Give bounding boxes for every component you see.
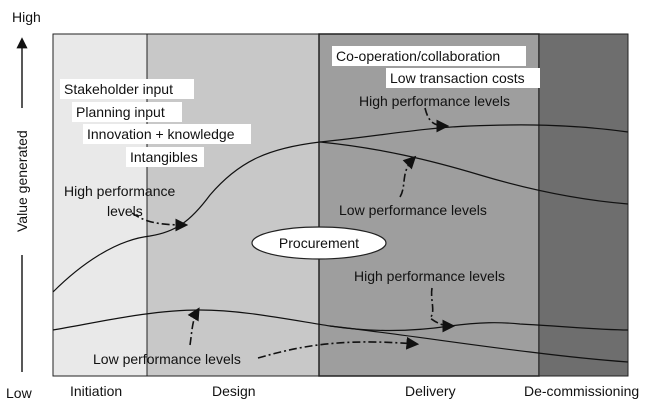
lower-low-branch-curve [329,325,629,363]
procurement-ellipse [251,226,387,260]
high-performance-label-2: High performance levels [359,93,510,109]
upper-value-curve [52,124,629,293]
phase-label-initiation: Initiation [70,383,122,399]
delivery-panel [318,33,540,377]
arrow-low-perf-1-left [187,307,200,346]
arrow-low-perf-2 [399,155,417,198]
low-transaction-label-group: Low transaction costs [386,68,540,88]
high-performance-label-3: High performance levels [354,268,505,284]
stakeholder-input-label: Stakeholder input [64,81,173,97]
cooperation-label-group: Co-operation/collaboration [332,46,526,66]
y-axis-low-label: Low [6,385,33,401]
phase-label-decommissioning: De-commissioning [524,383,639,399]
low-performance-label-2: Low performance levels [339,202,487,218]
phase-label-delivery: Delivery [405,383,456,399]
high-performance-label-1a: High performance [64,183,175,199]
procurement-label: Procurement [279,235,359,251]
planning-input-label: Planning input [76,104,165,120]
intangibles-label: Intangibles [130,149,198,165]
y-axis-title: Value generated [14,130,30,232]
innovation-label-group: Innovation + knowledge [83,124,251,144]
upper-low-branch-curve [319,141,629,205]
arrow-low-perf-1-right [257,336,420,359]
arrow-high-perf-1 [131,212,189,232]
high-performance-label-1b: levels [107,203,143,219]
low-transaction-costs-label: Low transaction costs [390,70,525,86]
cooperation-label: Co-operation/collaboration [336,48,500,64]
intangibles-label-group: Intangibles [126,147,204,167]
innovation-knowledge-label: Innovation + knowledge [87,126,235,142]
low-performance-label-1: Low performance levels [93,351,241,367]
decommissioning-panel [538,33,629,377]
stakeholder-input-label-group: Stakeholder input [60,79,194,99]
planning-input-label-group: Planning input [72,102,182,122]
phase-label-design: Design [212,383,256,399]
arrow-high-perf-2 [424,107,450,133]
y-axis-high-label: High [12,9,41,25]
